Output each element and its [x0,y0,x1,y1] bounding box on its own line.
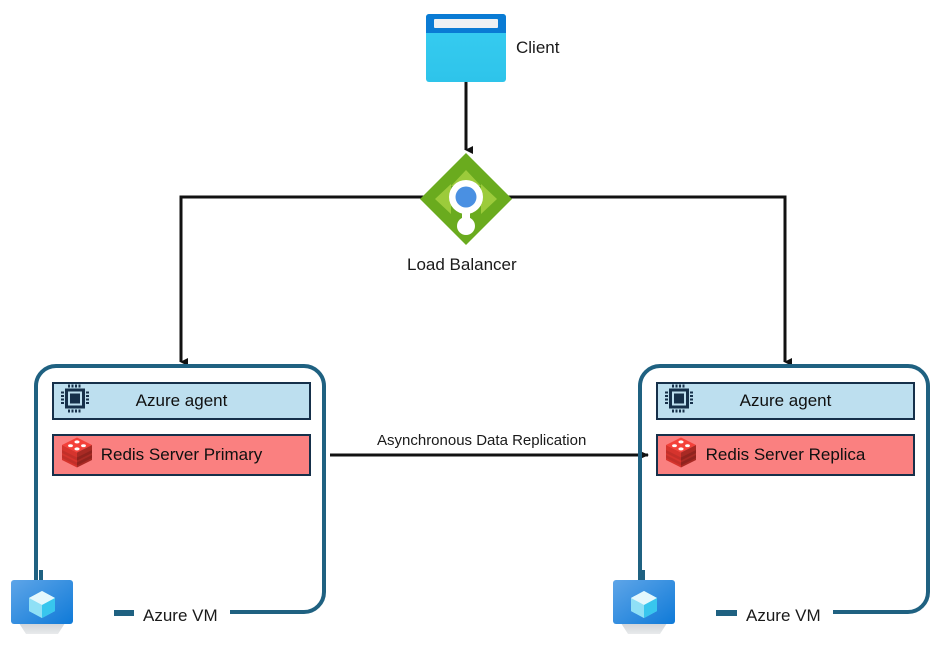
client-titlebar [426,14,506,33]
redis-cube-icon [60,436,94,475]
azure-vm-icon-replica [612,578,676,640]
replication-label: Asynchronous Data Replication [377,432,587,449]
client-titlebar-strip [434,19,498,28]
azure-vm-label-primary: Azure VM [143,606,218,625]
azure-agent-box-primary: Azure agent [52,382,311,420]
chip-icon [664,384,694,419]
client-icon [426,14,506,82]
line-lb-to-replica [506,195,792,366]
redis-cube-icon [664,436,698,475]
azure-agent-box-replica: Azure agent [656,382,915,420]
load-balancer-icon [419,152,513,246]
redis-box-replica: Redis Server Replica [656,434,915,476]
redis-server-label: Redis Server Primary [100,445,263,464]
azure-agent-label: Azure agent [135,391,228,410]
redis-box-primary: Redis Server Primary [52,434,311,476]
border-gap-right-label [737,609,833,619]
border-gap-right-icon [660,609,716,619]
border-gap-left-label [134,609,230,619]
redis-server-label: Redis Server Replica [705,445,866,464]
chip-icon [60,384,90,419]
azure-agent-label: Azure agent [739,391,832,410]
load-balancer-label: Load Balancer [407,255,517,274]
client-label: Client [516,38,560,57]
azure-vm-icon-primary [10,578,74,640]
border-gap-left-icon [58,609,114,619]
azure-vm-label-replica: Azure VM [746,606,821,625]
line-lb-to-primary [179,195,426,366]
